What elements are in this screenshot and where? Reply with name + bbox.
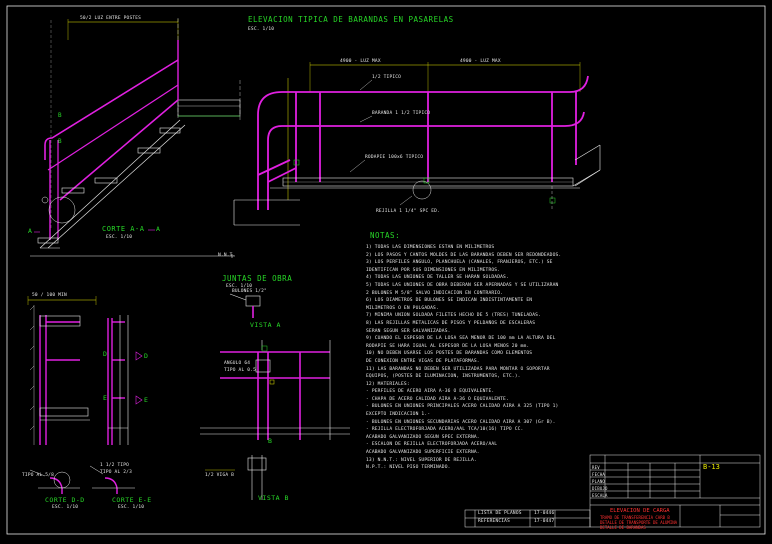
- note-line: 4) TODAS LAS UNIONES DE TALLER SE HARAN …: [366, 275, 509, 281]
- corte-aa-title: CORTE A-A: [102, 225, 145, 233]
- elevation-scale: ESC. 1/10: [248, 27, 275, 32]
- label-toe: RODAPIE 100x6 TIPICO: [365, 155, 424, 160]
- note-line: 7) MINIMA UNION SOLDADA FILETES HECHO DE…: [366, 313, 541, 319]
- section-marker-e-right: E: [144, 396, 149, 404]
- sheet-border: [6, 5, 766, 535]
- juntas-title: JUNTAS DE OBRA: [222, 274, 293, 283]
- label-dd-ref: TIPO AL 5/8: [22, 473, 55, 478]
- note-line: 5) TODAS LAS UNIONES DE OBRA DEBERAN SER…: [366, 282, 559, 288]
- corte-dd-title: CORTE D-D: [45, 496, 85, 504]
- juntas-scale: ESC. 1/10: [226, 284, 253, 289]
- note-line: IDENTIFICAN POR SUS DIMENSIONES EN MILIM…: [366, 267, 501, 273]
- corte-dd-ee: [27, 296, 143, 494]
- note-line: 2) LOS PASOS Y CANTOS MOLDES DE LAS BARA…: [366, 252, 562, 258]
- notes-title: NOTAS:: [370, 231, 401, 240]
- label-post: 1/2 TIPICO: [372, 75, 402, 80]
- note-line: EXCEPTO INDICACION 1.-: [366, 412, 431, 418]
- list-label-0: LISTA DE PLANOS: [478, 511, 522, 516]
- note-line: 12) MATERIALES:: [366, 381, 410, 387]
- list-label-1: REFERENCIAS: [478, 519, 511, 524]
- label-rail: BARANDA 1 1/2 TIPICO: [372, 111, 431, 116]
- note-line: 10) NO DEBEN USARSE LOS POSTES DE BARAND…: [366, 351, 533, 357]
- dim-left-top: 50/2 LUZ ENTRE POSTES: [80, 16, 142, 21]
- vista-a-title: VISTA A: [250, 321, 281, 329]
- note-line: DE CONEXION ENTRE VIGAS DE PLATAFORMAS.: [366, 358, 480, 364]
- title-block-row-label: PLANO: [592, 479, 606, 484]
- section-marker-e-left: E: [103, 394, 108, 402]
- note-line: 13) N.N.T.: NIVEL SUPERIOR DE REJILLA.: [366, 457, 477, 463]
- note-line: SERAN SEGUN SER GALVANIZADAS.: [366, 328, 451, 334]
- vista-b-marker: B: [268, 437, 273, 445]
- title-block-row-label: FECHA: [592, 472, 606, 477]
- note-line: 6) LOS DIAMETROS DE BULONES SE INDICAN I…: [366, 298, 533, 304]
- vista-b-title: VISTA B: [258, 494, 289, 502]
- corte-dd-scale: ESC. 1/10: [52, 505, 79, 510]
- label-ee-ref: 1 1/2 TIPO: [100, 463, 130, 468]
- title-block-row-label: REV: [592, 465, 600, 470]
- note-line: 11) LAS BARANDAS NO DEBEN SER UTILIZADAS…: [366, 366, 550, 372]
- label-juntas-ref1: ANGULO 64: [224, 361, 251, 366]
- section-marker-a-left: A: [28, 227, 33, 235]
- list-code-1: 17-0447: [534, 519, 555, 524]
- title-block-row-label: DIBUJO: [592, 486, 608, 491]
- section-marker-d-left: D: [103, 350, 108, 358]
- title-block-row-label: ESCALA: [592, 493, 608, 498]
- stair-elevation: B B: [30, 18, 241, 258]
- note-line: - PERFILES DE ACERO AIRA A-36 O EQUIVALE…: [366, 389, 495, 395]
- nat-level: N.N.T.: [218, 253, 236, 258]
- svg-text:B: B: [58, 138, 62, 145]
- section-marker-a-right: A: [156, 225, 161, 233]
- title-project: ELEVACION DE CARGA: [610, 508, 670, 514]
- note-line: 8) LAS REJILLAS METALICAS DE PISOS Y PEL…: [366, 320, 536, 326]
- note-line: ACABADO GALVANIZADO SUPERFICIE EXTERNA.: [366, 450, 480, 456]
- elevation-title: ELEVACION TIPICA DE BARANDAS EN PASARELA…: [248, 15, 454, 24]
- title-subtitle-2: DETALLE DE TRANSPORTE DE ALUMINA: [600, 520, 678, 525]
- dim-elev-right: 4900 - LUZ MAX: [460, 59, 501, 64]
- note-line: RODAPIE SE HARA IGUAL AL ESPESOR DE LA L…: [366, 343, 530, 349]
- note-line: EQUIPOS, (POSTES DE ILUMINACION, INSTRUM…: [366, 374, 521, 380]
- label-juntas-ref2: TIPO AL 0.5: [224, 368, 257, 373]
- title-block-rows: REV FECHA PLANO DIBUJO ESCALA: [592, 464, 608, 499]
- note-line: 1) TODAS LAS DIMENSIONES ESTAN EN MILIME…: [366, 245, 495, 250]
- note-line: 9) CUANDO EL ESPESOR DE LA LOSA SEA MENO…: [366, 336, 556, 342]
- dim-elev-left: 4900 - LUZ MAX: [340, 59, 381, 64]
- title-subtitle-1: TRAMO DE TRANSFERENCIA CARB B: [600, 515, 670, 520]
- list-code-0: 17-0446: [534, 511, 555, 516]
- label-vista-a-ref: BULONES 1/2": [232, 289, 267, 294]
- railing-elevation: [233, 62, 601, 226]
- note-line: - REJILLA ELECTROFORJADA ACERO/AAL TCA/1…: [366, 427, 524, 433]
- title-subtitle-3: DETALLE DE BARANDAS: [600, 525, 646, 530]
- label-vista-b-ref: 1/2 VIGA B: [205, 473, 235, 478]
- note-line: - BULONES EN UNIONES PRINCIPALES ACERO C…: [366, 404, 559, 410]
- note-line: N.P.T.: NIVEL PISO TERMINADO.: [366, 465, 451, 471]
- note-line: - BULONES EN UNIONES SECUNDARIAS ACERO C…: [366, 419, 556, 425]
- sheet-number: B-13: [703, 463, 720, 471]
- corte-ee-title: CORTE E-E: [112, 496, 152, 504]
- svg-text:B: B: [58, 112, 62, 119]
- juntas-de-obra: [200, 293, 350, 500]
- note-line: 3) LOS PERFILES ANGULO, PLANCHUELA (CANA…: [366, 260, 553, 266]
- note-line: - ESCALON DE REJILLA ELECTROFORJADA ACER…: [366, 442, 498, 448]
- title-block: [464, 454, 761, 528]
- label-ee-ref2: TIPO AL 2/3: [100, 470, 133, 475]
- label-base: REJILLA 1 1/4" SPC ED.: [376, 209, 441, 214]
- section-marker-d-right: D: [144, 352, 149, 360]
- label-dd-dims: 50 / 100 MIN: [32, 293, 67, 298]
- corte-ee-scale: ESC. 1/10: [118, 505, 145, 510]
- note-line: - CHAPA DE ACERO CALIDAD AIRA A-36 O EQU…: [366, 396, 509, 402]
- note-line: MILIMETROS O EN PULGADAS.: [366, 305, 439, 311]
- corte-aa-scale: ESC. 1/10: [106, 235, 133, 240]
- notes-list: 1) TODAS LAS DIMENSIONES ESTAN EN MILIME…: [366, 244, 576, 472]
- note-line: 2 BULONES M 5/8" SALVO INDICACION EN CON…: [366, 290, 504, 296]
- note-line: ACABADO GALVANIZADO SEGUN SPEC EXTERNA.: [366, 434, 480, 440]
